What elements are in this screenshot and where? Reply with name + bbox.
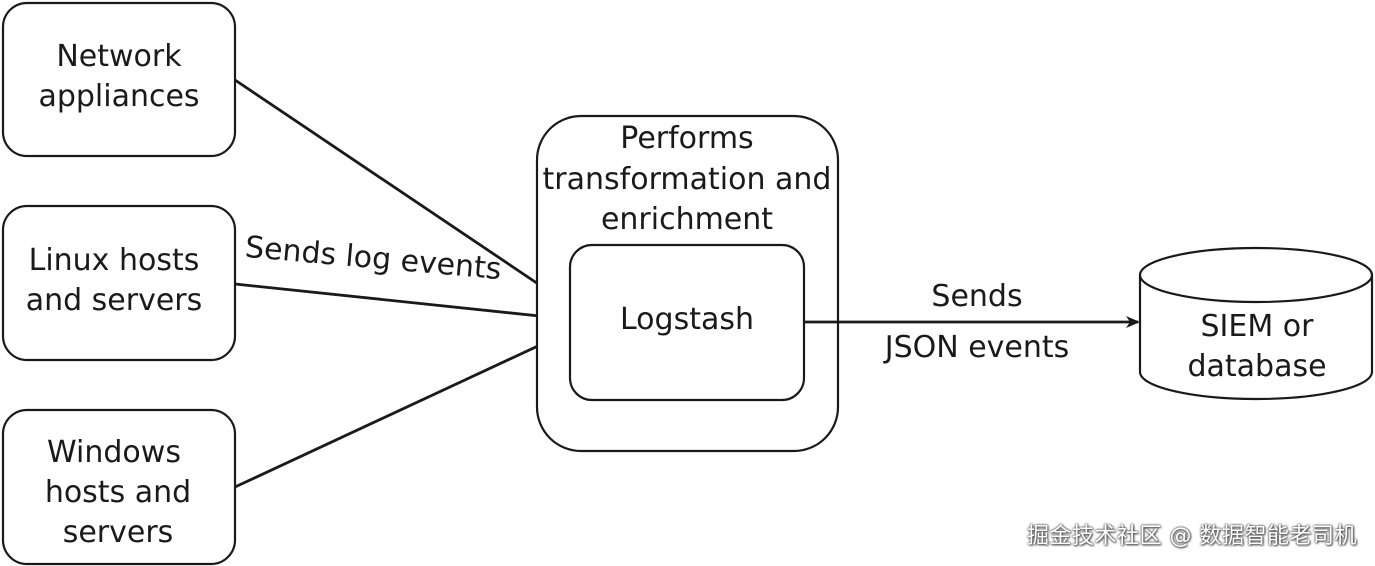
siem-label-line2: database — [1187, 349, 1326, 384]
sends-log-events-label: Sends log events — [244, 230, 503, 287]
processor-description-line3: enrichment — [601, 202, 773, 237]
logstash-node: Logstash — [568, 243, 806, 402]
linux-hosts-label-line2: and servers — [26, 283, 203, 318]
watermark: 掘金技术社区 @ 数据智能老司机 — [1027, 524, 1357, 549]
logstash-label: Logstash — [620, 302, 754, 337]
windows-hosts-label-line2: hosts and — [45, 475, 191, 510]
linux-hosts-label-line1: Linux hosts — [29, 243, 200, 278]
arrow-linux-to-logstash — [234, 282, 570, 324]
sends-json-label-line2: JSON events — [883, 330, 1070, 365]
siem-database-node: SIEM or database — [1138, 246, 1374, 401]
arrow-network-to-logstash — [234, 78, 570, 306]
processor-description-line2: transformation and — [543, 162, 832, 197]
network-appliances-node: Network appliances — [1, 1, 237, 158]
processor-description-line1: Performs — [620, 121, 753, 156]
network-appliances-label-line2: appliances — [38, 79, 199, 114]
sends-json-label-line1: Sends — [931, 279, 1022, 314]
linux-hosts-node: Linux hosts and servers — [1, 204, 237, 362]
windows-hosts-label-line3: servers — [63, 515, 174, 550]
windows-hosts-node: Windows hosts and servers — [1, 408, 237, 566]
windows-hosts-label-line1: Windows — [47, 435, 181, 470]
siem-label-line1: SIEM or — [1201, 309, 1315, 344]
arrow-windows-to-logstash — [234, 330, 570, 489]
network-appliances-label-line1: Network — [56, 39, 182, 74]
